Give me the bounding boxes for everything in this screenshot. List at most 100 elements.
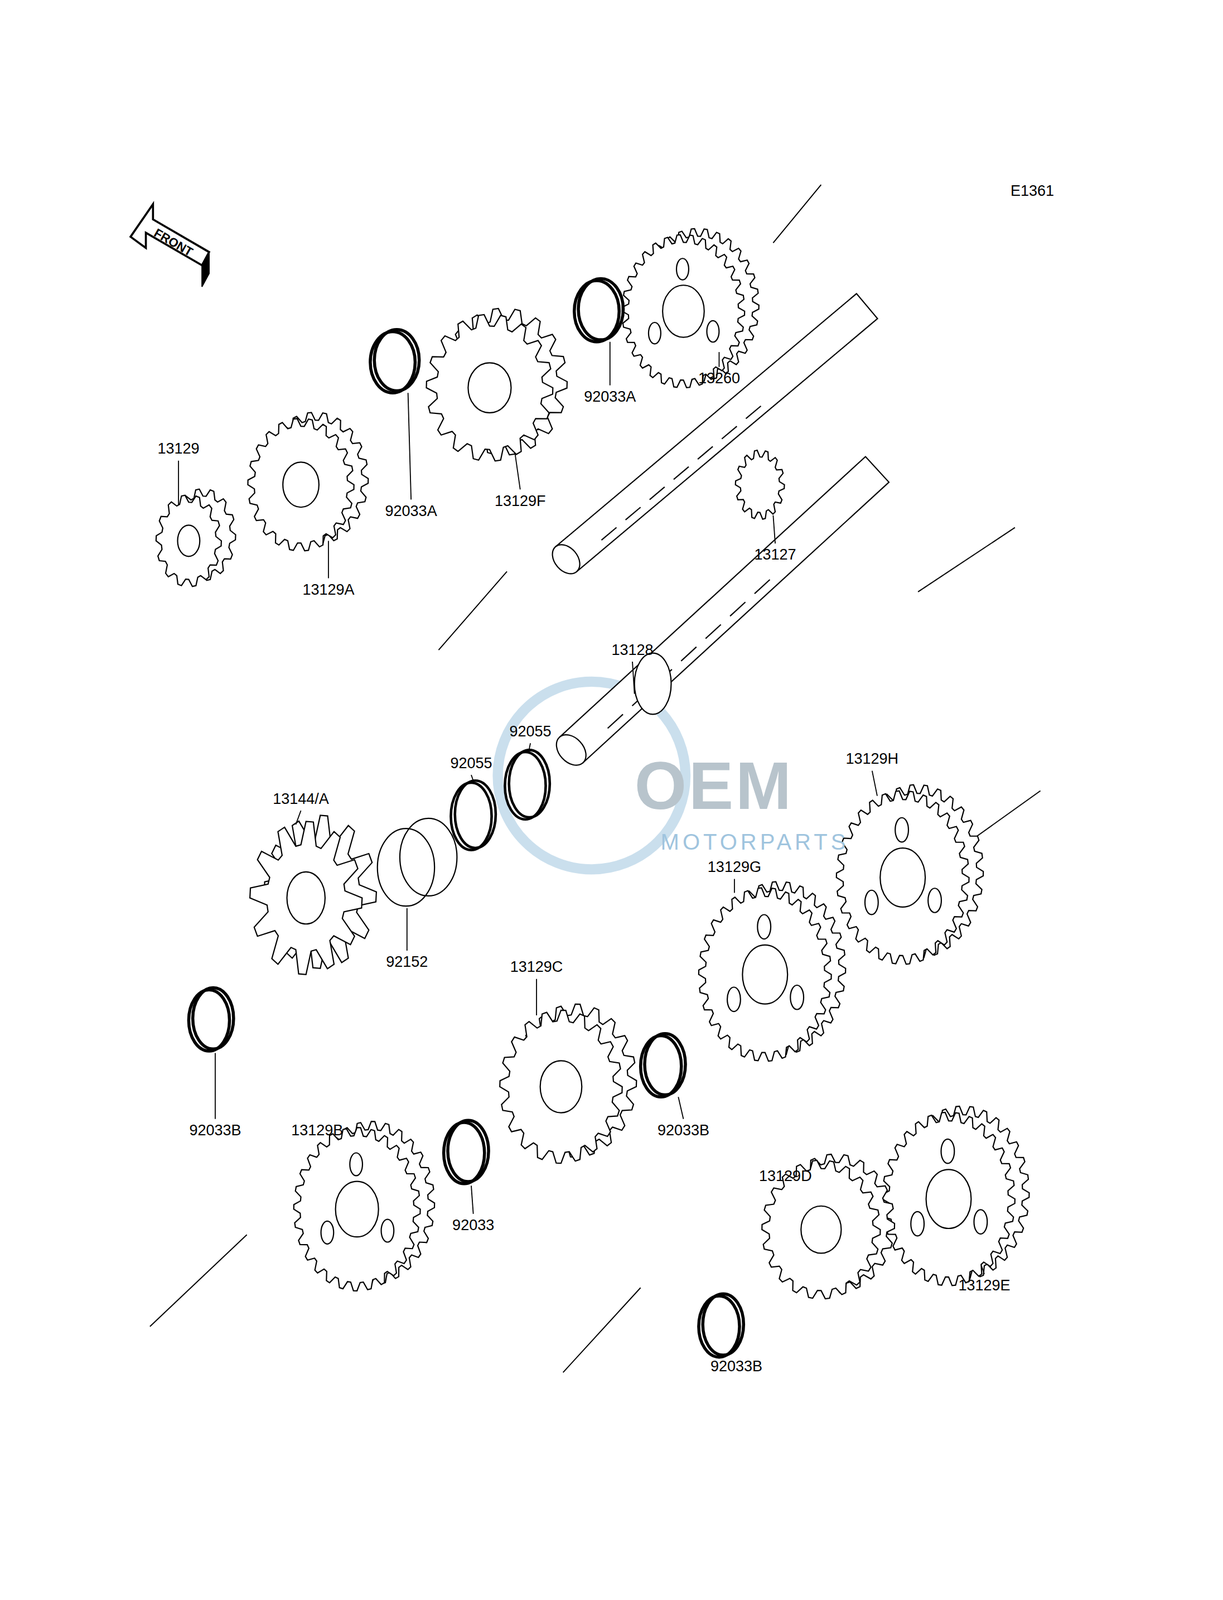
gear-bore	[467, 362, 511, 413]
gear-bore	[880, 847, 926, 907]
collar-92152	[377, 828, 435, 906]
leader-line	[406, 907, 408, 951]
ring-back	[644, 1033, 686, 1095]
front-arrow	[130, 204, 210, 266]
leader-line	[733, 878, 736, 893]
gear-window	[973, 1209, 988, 1234]
gear-window	[349, 1152, 363, 1176]
callout-number: 92033A	[385, 503, 438, 519]
gear-window	[648, 322, 661, 344]
callout-number: 13129F	[494, 493, 546, 509]
callout-number: 13129H	[846, 751, 899, 767]
integral-gear	[735, 450, 785, 520]
gear-window	[864, 890, 879, 915]
leader-line	[327, 540, 330, 578]
leader-line	[214, 1052, 216, 1119]
ring-face	[450, 782, 492, 850]
leader-line	[471, 1185, 474, 1214]
spline	[754, 579, 770, 594]
leader-line	[609, 341, 611, 386]
leader-line	[981, 1264, 985, 1274]
spline	[745, 405, 761, 419]
leader-line	[632, 661, 635, 694]
spline	[730, 601, 746, 616]
shaft-end	[547, 539, 586, 579]
spline	[625, 506, 641, 520]
spline	[673, 466, 689, 480]
callout-number: 92055	[450, 755, 492, 771]
gear-13129C	[499, 1003, 637, 1163]
guide-line	[969, 790, 1041, 842]
gear-window	[941, 1138, 955, 1164]
watermark: MOTORPARTS	[660, 830, 850, 853]
o-ring	[504, 749, 550, 819]
ring-face	[443, 1122, 485, 1184]
spline	[680, 646, 696, 661]
gear-bore	[926, 1168, 972, 1229]
circlip	[574, 278, 624, 342]
callout-number: 92033B	[657, 1122, 710, 1138]
circlip	[370, 329, 420, 393]
callout-number: 92033A	[583, 389, 636, 405]
shaft-end	[550, 728, 592, 771]
spline	[697, 446, 713, 459]
collar-92152-back	[399, 818, 457, 896]
circlip	[443, 1119, 489, 1183]
gear-13129A	[247, 412, 369, 551]
callout-number: 13129C	[510, 959, 564, 975]
gear-face	[622, 234, 745, 388]
ring-back	[447, 1119, 489, 1182]
gear-face	[293, 1127, 421, 1291]
guide-line	[563, 1287, 641, 1372]
spline	[721, 426, 737, 439]
circlip	[188, 987, 234, 1051]
gear-bore	[662, 284, 705, 337]
callout-number: 92033	[452, 1217, 495, 1233]
ring-back	[509, 749, 550, 818]
ring-back	[455, 780, 496, 848]
gear-13129E	[882, 1105, 1029, 1286]
gear-face	[426, 314, 554, 461]
drive-shaft-13128	[550, 456, 889, 771]
gear-13129H	[836, 784, 984, 965]
callout-number: E1361	[1010, 183, 1055, 199]
spline	[705, 624, 721, 638]
gear-window	[895, 817, 909, 843]
ring-back	[374, 329, 419, 391]
gear-window	[381, 1219, 395, 1242]
gear-window	[706, 320, 719, 342]
callout-number: 13129E	[958, 1277, 1010, 1293]
callout-number: 13129	[157, 441, 200, 457]
guide-line	[150, 1234, 248, 1327]
leader-line	[772, 515, 776, 544]
guide-line	[438, 571, 507, 650]
front-arrow-side	[201, 252, 210, 287]
gear-13129	[156, 489, 236, 587]
ring-face	[188, 989, 230, 1051]
callout-number: 13144/A	[272, 791, 330, 807]
spline	[649, 486, 665, 500]
gear-bore	[742, 944, 788, 1004]
gear-face	[249, 820, 362, 974]
shaft-body	[559, 456, 889, 763]
ring-back	[702, 1293, 744, 1355]
callout-number: 92055	[509, 723, 552, 739]
o-ring	[450, 780, 496, 850]
gear-window	[321, 1220, 335, 1244]
callout-number: 13128	[611, 642, 654, 658]
gear-face	[882, 1112, 1015, 1286]
ring-back	[192, 987, 234, 1050]
guide-line	[917, 527, 1015, 592]
gear-bore	[540, 1060, 583, 1113]
circlip	[640, 1033, 686, 1097]
gear-window	[910, 1211, 925, 1236]
gear-face	[156, 495, 222, 587]
ring-face	[574, 280, 620, 342]
callout-number: 13129B	[291, 1122, 343, 1138]
callout-number: 92033B	[189, 1122, 241, 1138]
gear-face	[247, 418, 354, 551]
gear-bore	[177, 524, 200, 557]
gear-bore	[335, 1181, 379, 1237]
